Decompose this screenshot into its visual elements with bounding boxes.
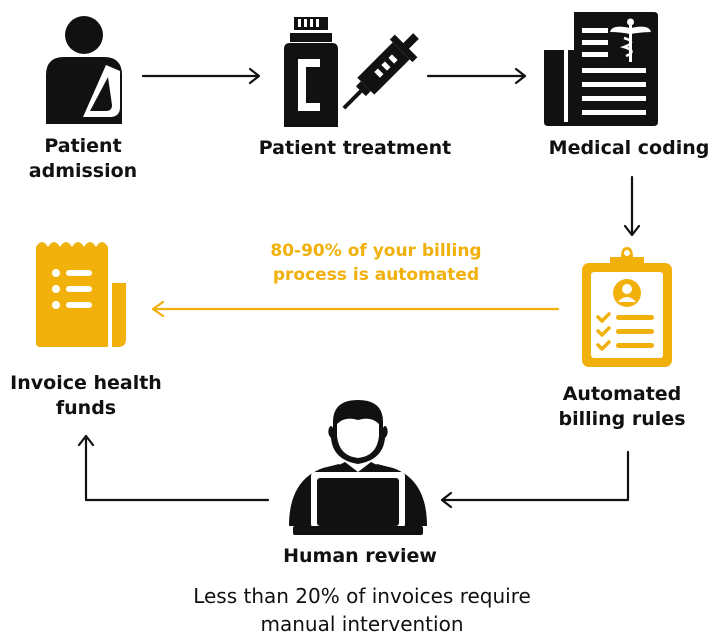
medical-document-caduceus-icon [544,12,658,126]
step-label-invoice-health-funds: Invoice health funds [10,372,162,419]
step-label-patient-treatment: Patient treatment [258,137,452,159]
footer-note: Less than 20% of invoices require manual… [193,584,531,636]
patient-arm-sling-icon [46,16,122,124]
arrow-billing-to-review [440,450,630,509]
arrow-admission-to-treatment [141,67,261,85]
arrow-treatment-to-coding [426,67,527,85]
automation-note: 80-90% of your billing process is automa… [270,241,482,285]
invoice-receipt-icon [36,242,126,347]
arrow-billing-to-invoice [151,300,560,318]
clipboard-checklist-icon [582,247,672,367]
person-laptop-icon [289,400,427,535]
step-label-medical-coding: Medical coding [548,137,710,159]
step-label-automated-billing: Automated billing rules [558,383,686,430]
step-label-patient-admission: Patient admission [28,135,138,182]
step-label-human-review: Human review [283,545,437,567]
medicine-bottle-syringe-icon [284,17,419,127]
arrow-coding-to-billing [623,175,641,237]
arrow-review-to-invoice [77,434,270,502]
